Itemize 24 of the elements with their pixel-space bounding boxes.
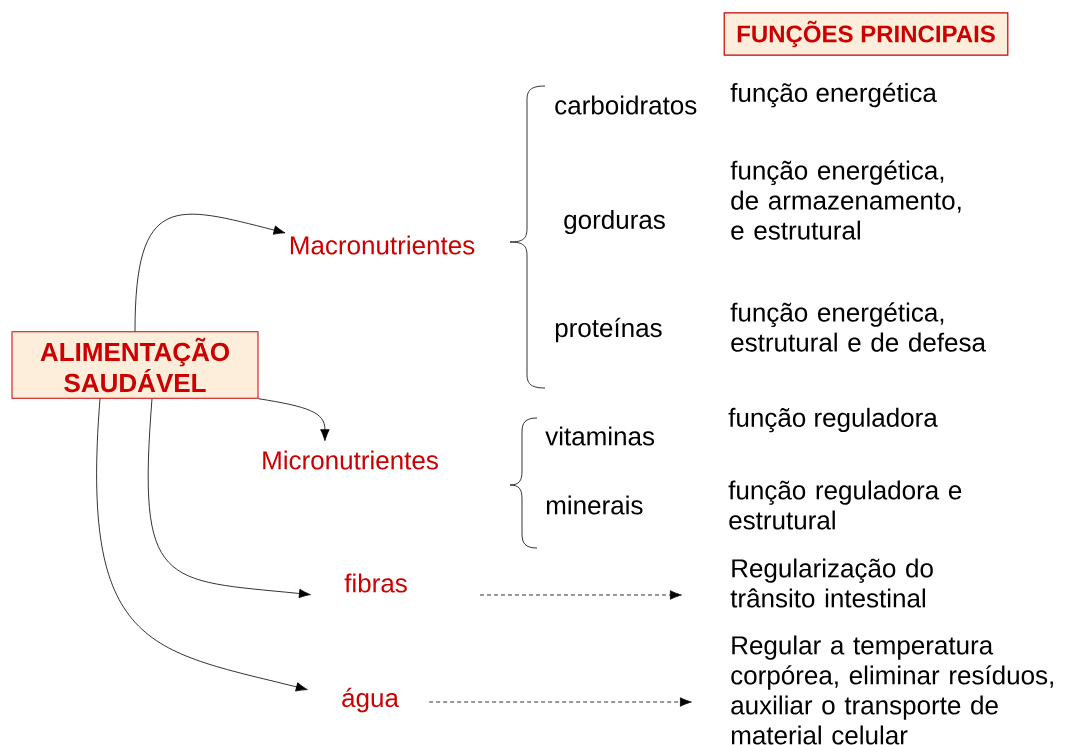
function-text: Regular a temperatura corpórea, eliminar resíduos, auxiliar o transporte de material celular	[731, 635, 1053, 745]
arrow	[147, 398, 311, 599]
dashed-arrow	[479, 590, 682, 600]
title-box: ALIMENTAÇÃO SAUDÁVEL	[11, 331, 259, 399]
nutrient-label: vitaminas	[545, 426, 655, 446]
category-label: Micronutrientes	[263, 450, 438, 470]
arrow	[96, 398, 308, 692]
function-text: função energética, estrutural e de defesa	[730, 302, 986, 352]
nutrient-label: proteínas	[555, 317, 662, 343]
arrow	[258, 398, 330, 442]
nutrient-label: carboidratos	[555, 95, 697, 115]
category-label: água	[342, 687, 399, 713]
function-text: função energética	[730, 82, 937, 108]
function-text: função energética, de armazenamento, e estrutural	[730, 160, 961, 240]
nutrient-label: minerais	[546, 495, 643, 515]
category-label: Macronutrientes	[290, 235, 475, 255]
function-text: Regularização do trânsito intestinal	[730, 558, 933, 608]
dashed-arrow	[428, 697, 692, 707]
function-text: função reguladora e estrutural	[728, 480, 962, 530]
heading-box: FUNÇÕES PRINCIPAIS	[723, 12, 1009, 56]
function-text: função reguladora	[728, 407, 938, 433]
category-label: fibras	[344, 573, 407, 593]
nutrient-label: gorduras	[564, 209, 665, 235]
arrow	[134, 213, 286, 332]
